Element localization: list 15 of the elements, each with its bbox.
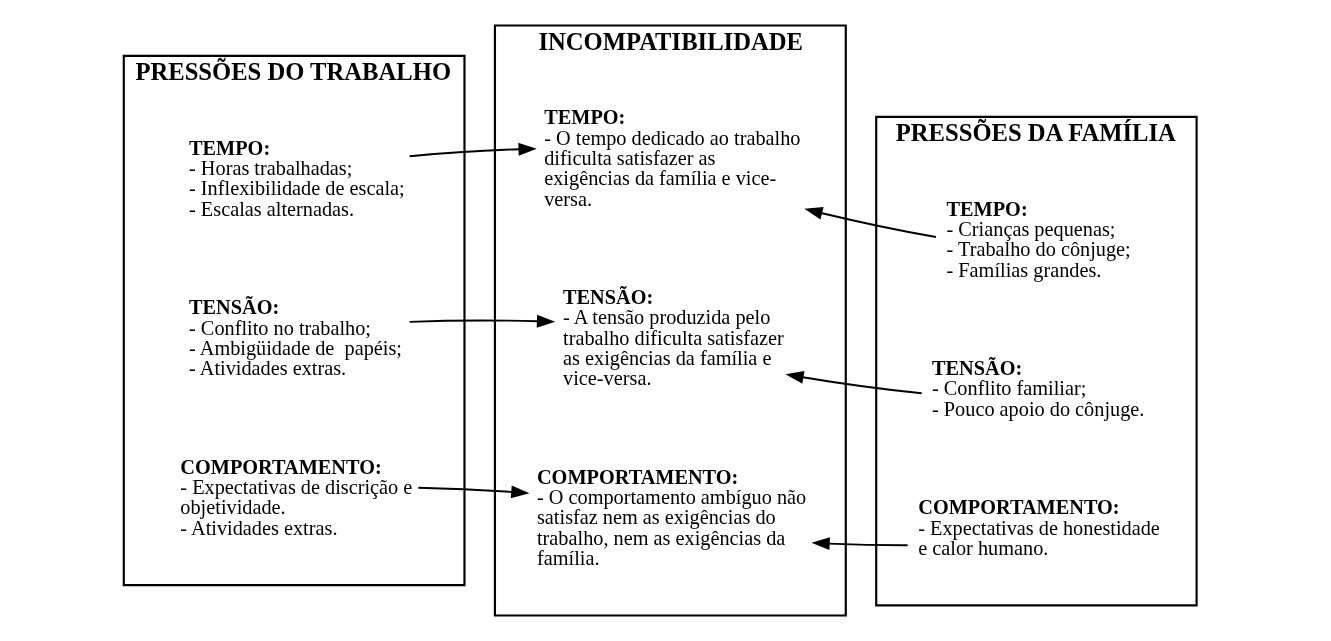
node-text: COMPORTAMENTO: - O comportamento ambíguo não satisfaz nem as exigências do trabalho, nem as exigências da família. <box>536 465 806 570</box>
node-text: TENSÃO: - Conflito no trabalho; - Ambigüidade de papéis; - Atividades extras. <box>188 296 402 380</box>
node-text: TENSÃO: - Conflito familiar; - Pouco apoio do cônjuge. <box>931 357 1144 420</box>
arrow <box>803 206 937 238</box>
node-text: COMPORTAMENTO: - Expectativas de discrição e objetividade. - Atividades extras. <box>179 455 412 539</box>
arrow <box>408 314 555 328</box>
node-text: TEMPO: - O tempo dedicado ao trabalho dificulta satisfazer as exigências da família e vice-versa. <box>543 106 800 210</box>
node-text: COMPORTAMENTO: - Expectativas de honestidade e calor humano. <box>917 496 1160 559</box>
arrow <box>416 485 529 499</box>
node-text: TEMPO: - Crianças pequenas; - Trabalho do cônjuge; - Famílias grandes. <box>946 197 1131 281</box>
arrow <box>810 537 909 551</box>
arrow <box>784 371 923 395</box>
node-text: TENSÃO: - A tensão produzida pelo trabalho dificulta satisfazer as exigências da família e vice-versa. <box>562 286 784 390</box>
arrow <box>408 142 537 158</box>
node-text: TEMPO: - Horas trabalhadas; - Inflexibilidade de escala; - Escalas alternadas. <box>188 136 405 220</box>
